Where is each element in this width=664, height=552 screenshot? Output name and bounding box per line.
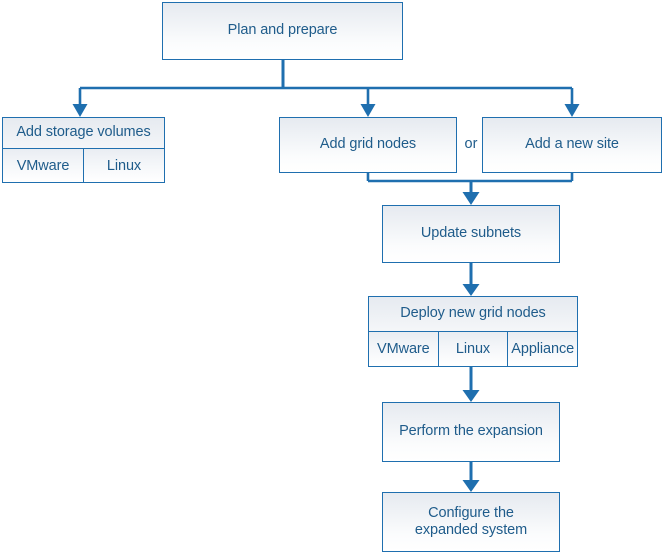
option-cell-appliance[interactable]: Appliance: [507, 332, 578, 366]
edge-deploy-new-grid-nodes-to-perform-the-expansion: [462, 367, 480, 402]
node-label: Add grid nodes: [319, 136, 417, 153]
node-label: Configure the expanded system: [414, 504, 528, 538]
edge-plan-to-bus: [80, 60, 572, 90]
option-cell-vmware[interactable]: VMware: [369, 332, 438, 366]
node-label: Update subnets: [420, 225, 522, 242]
or-connector-label: or: [464, 136, 478, 152]
edge-perform-the-expansion-to-configure-the-expanded-system: [462, 462, 480, 492]
node-label: Add storage volumes: [3, 118, 164, 149]
option-cell-linux[interactable]: Linux: [437, 332, 508, 366]
node-label: Plan and prepare: [227, 22, 338, 39]
node-add-grid-nodes[interactable]: Add grid nodes: [279, 117, 457, 173]
node-label: Deploy new grid nodes: [369, 297, 577, 332]
node-plan-and-prepare[interactable]: Plan and prepare: [162, 2, 403, 60]
node-label: Perform the expansion: [399, 423, 543, 440]
node-add-a-new-site[interactable]: Add a new site: [482, 117, 662, 173]
option-row: VMware Linux: [3, 149, 164, 182]
node-add-storage-volumes[interactable]: Add storage volumes VMware Linux: [2, 117, 165, 183]
edge-merge-to-update-subnets: [366, 173, 574, 205]
edge-bus-to-add-storage-volumes: [72, 88, 88, 117]
node-label: Add a new site: [525, 136, 619, 153]
node-perform-the-expansion[interactable]: Perform the expansion: [382, 402, 560, 462]
option-cell-vmware[interactable]: VMware: [3, 149, 83, 182]
option-row: VMware Linux Appliance: [369, 332, 578, 366]
node-deploy-new-grid-nodes[interactable]: Deploy new grid nodes VMware Linux Appli…: [368, 296, 578, 367]
node-configure-the-expanded-system[interactable]: Configure the expanded system: [382, 492, 560, 552]
edge-update-subnets-to-deploy-new-grid-nodes: [462, 263, 480, 296]
option-cell-linux[interactable]: Linux: [83, 149, 164, 182]
node-update-subnets[interactable]: Update subnets: [382, 205, 560, 263]
edge-bus-to-add-grid-nodes: [360, 88, 376, 117]
edge-bus-to-add-a-new-site: [564, 88, 580, 117]
